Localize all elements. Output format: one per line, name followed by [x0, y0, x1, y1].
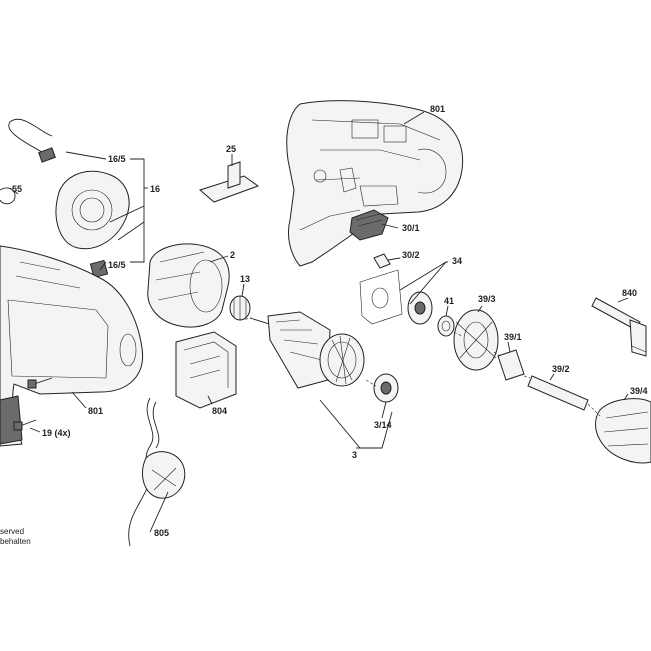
- label-840: 840: [622, 288, 637, 298]
- brush-holder-16: [55, 170, 130, 279]
- part-13-small-gear: [229, 295, 251, 321]
- part-840-chuck-key: [591, 297, 647, 357]
- label-2: 2: [230, 250, 235, 260]
- housing-half-left: [0, 245, 144, 447]
- callout-labels: 801 25 16/5 16 55 2 16/5 13 30/1 30/2 34…: [12, 104, 648, 538]
- label-13: 13: [240, 274, 250, 284]
- label-30-2: 30/2: [402, 250, 420, 260]
- part-30-2-spring-clip: [373, 253, 391, 269]
- bearing-3-14: [373, 373, 399, 403]
- label-3: 3: [352, 450, 357, 460]
- leader-lines: [9, 111, 629, 533]
- label-19: 19 (4x): [42, 428, 71, 438]
- label-39-1: 39/1: [504, 332, 522, 342]
- label-804: 804: [212, 406, 227, 416]
- part-39-4-chuck: [595, 398, 651, 464]
- note-line-2: behalten: [0, 537, 31, 546]
- label-39-2: 39/2: [552, 364, 570, 374]
- label-16: 16: [150, 184, 160, 194]
- housing-half-top-right: [286, 100, 464, 267]
- cable-805: [128, 397, 186, 547]
- label-39-4: 39/4: [630, 386, 648, 396]
- label-801-left: 801: [88, 406, 103, 416]
- copyright-note: served behalten: [0, 527, 31, 546]
- part-25-switch-plate: [198, 161, 260, 203]
- part-34-bevel-gear: [407, 291, 433, 325]
- part-34-gear-plate: [359, 269, 403, 325]
- armature-3: [249, 311, 365, 389]
- label-55: 55: [12, 184, 22, 194]
- part-39-1-bushing: [497, 349, 525, 381]
- label-3-14: 3/14: [374, 420, 392, 430]
- screws-19: [13, 377, 53, 431]
- wire-lead-top: [0, 118, 56, 205]
- stator-2: [147, 243, 230, 328]
- note-line-1: served: [0, 527, 24, 536]
- label-34: 34: [452, 256, 462, 266]
- label-25: 25: [226, 144, 236, 154]
- label-41: 41: [444, 296, 454, 306]
- label-30-1: 30/1: [402, 223, 420, 233]
- label-16-5-top: 16/5: [108, 154, 126, 164]
- label-801-top: 801: [430, 104, 445, 114]
- part-39-3-large-gear: [453, 309, 499, 371]
- part-41-ring: [437, 315, 455, 337]
- label-805: 805: [154, 528, 169, 538]
- label-39-3: 39/3: [478, 294, 496, 304]
- part-30-1-clip: [349, 209, 389, 241]
- part-39-2-spindle: [527, 375, 589, 411]
- switch-804: [175, 331, 237, 409]
- label-16-5-bottom: 16/5: [108, 260, 126, 270]
